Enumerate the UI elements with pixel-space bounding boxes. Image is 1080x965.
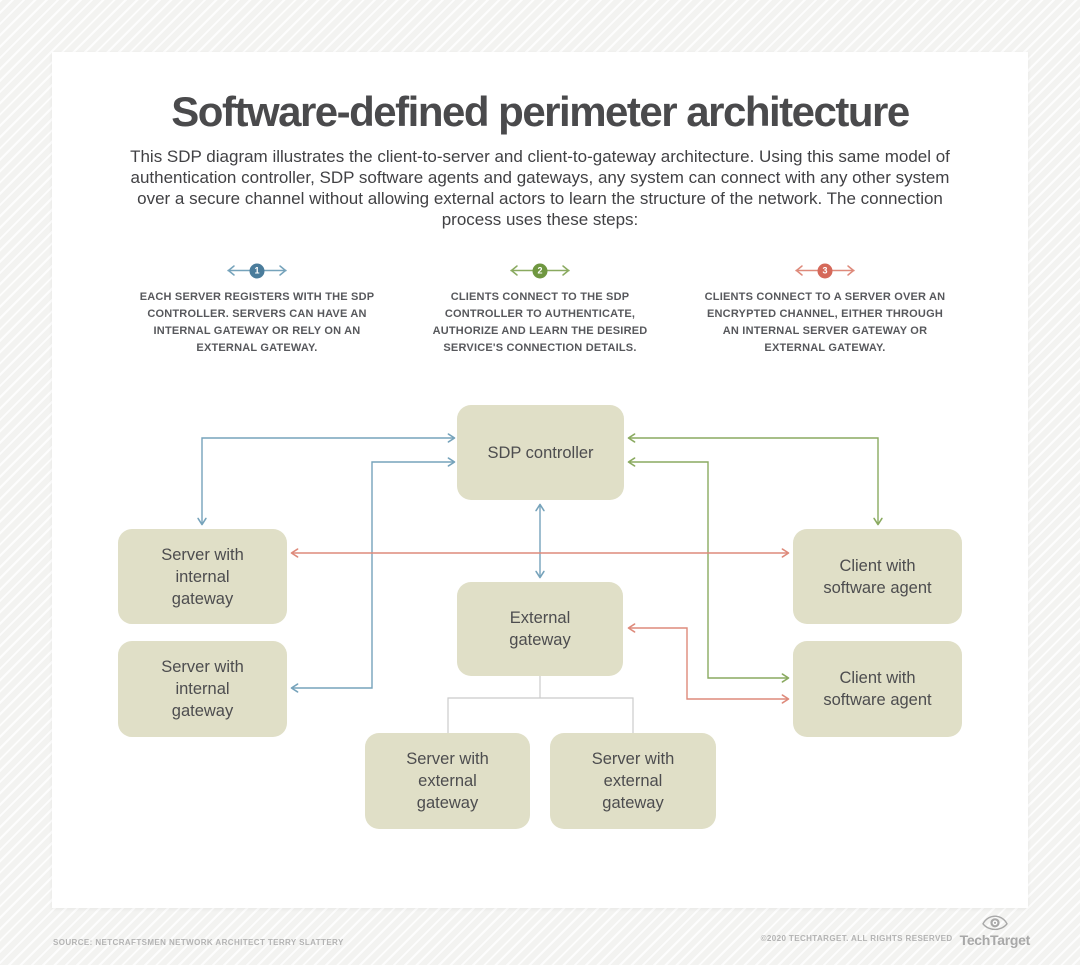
node-sdp-controller: SDP controller [457,405,624,500]
node-label: Server with external gateway [406,750,489,812]
step-2-text: CLIENTS CONNECT TO THE SDP CONTROLLER TO… [432,291,648,354]
step-3-text: CLIENTS CONNECT TO A SERVER OVER AN ENCR… [704,291,946,354]
node-server-external-2: Server with external gateway [550,733,716,829]
node-server-internal-2: Server with internal gateway [118,641,287,737]
step-number-badge: 2 [532,263,548,278]
node-label: Client with software agent [823,669,932,709]
page-subtitle: This SDP diagram illustrates the client-… [130,147,950,229]
node-label: External gateway [509,609,571,649]
step-1: 1 EACH SERVER REGISTERS WITH THE SDP CON… [131,262,383,357]
node-label: Client with software agent [823,556,932,597]
double-arrow-icon [227,265,287,276]
node-client-agent-2: Client with software agent [793,641,962,737]
step-2: 2 CLIENTS CONNECT TO THE SDP CONTROLLER … [414,262,666,357]
footer-right: ©2020 TECHTARGET. ALL RIGHTS RESERVED Te… [761,914,1030,948]
page-title: Software-defined perimeter architecture [171,88,910,135]
eye-icon [981,915,1008,931]
step-number-badge: 3 [817,263,833,278]
node-label: SDP controller [487,443,594,462]
node-server-internal-1: Server with internal gateway [118,529,287,624]
techtarget-logo: TechTarget [960,914,1030,948]
node-label: Server with internal gateway [161,545,244,608]
node-server-external-1: Server with external gateway [365,733,530,829]
step-1-text: EACH SERVER REGISTERS WITH THE SDP CONTR… [139,291,375,354]
step-3-arrow: 3 [793,262,857,279]
node-client-agent-1: Client with software agent [793,529,962,624]
source-credit: SOURCE: NETCRAFTSMEN NETWORK ARCHITECT T… [53,938,344,947]
copyright-text: ©2020 TECHTARGET. ALL RIGHTS RESERVED [760,934,953,943]
node-label: Server with external gateway [591,750,675,812]
brand-name: TechTarget [959,932,1031,948]
double-arrow-icon [510,265,570,276]
step-1-arrow: 1 [225,262,289,279]
step-3: 3 CLIENTS CONNECT TO A SERVER OVER AN EN… [699,262,951,357]
step-2-arrow: 2 [508,262,572,279]
step-number-badge: 1 [249,263,265,278]
node-label: Server with internal gateway [161,658,244,720]
double-arrow-icon [795,265,855,276]
node-external-gateway: External gateway [457,582,623,676]
